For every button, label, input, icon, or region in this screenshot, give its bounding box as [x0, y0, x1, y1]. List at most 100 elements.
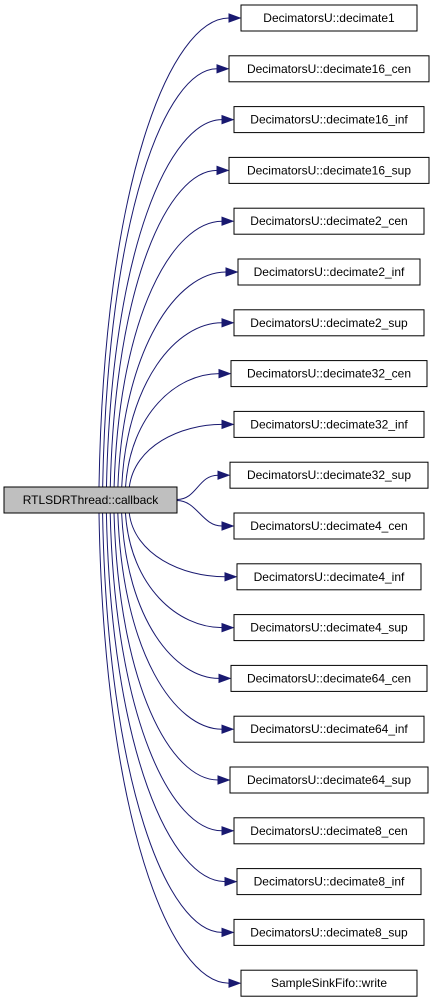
target-node-decimate32-sup[interactable]: DecimatorsU::decimate32_sup [229, 461, 429, 489]
target-node-decimate32-cen-box [230, 360, 428, 388]
target-node-decimate2-cen-box [233, 207, 425, 235]
arrow-head-decimate32-inf [221, 419, 235, 430]
target-node-decimate64-sup-label: DecimatorsU::decimate64_sup [247, 773, 411, 787]
edge-to-decimate16-sup [109, 169, 218, 488]
target-node-decimate16-inf-label: DecimatorsU::decimate16_inf [250, 113, 408, 127]
source-node-rtlsdrthread-callback-label: RTLSDRThread::callback [23, 493, 160, 507]
arrow-head-decimate32-cen [218, 368, 232, 379]
target-node-decimate2-sup[interactable]: DecimatorsU::decimate2_sup [233, 309, 425, 337]
target-node-samplesinkfifo-write-label: SampleSinkFifo::write [271, 976, 387, 990]
target-node-decimate64-cen-label: DecimatorsU::decimate64_cen [247, 671, 411, 685]
arrow-head-decimate2-sup [221, 318, 235, 328]
edge-to-decimate32-inf [128, 423, 223, 488]
target-node-decimate16-sup-box [228, 156, 430, 184]
source-node-rtlsdrthread-callback[interactable]: RTLSDRThread::callback [3, 486, 178, 514]
target-node-decimate16-cen-box [228, 55, 430, 83]
target-node-decimate16-sup-label: DecimatorsU::decimate16_sup [247, 163, 411, 177]
edge-to-decimate2-inf [117, 271, 227, 488]
target-node-samplesinkfifo-write-box [240, 969, 418, 997]
target-node-decimate4-inf[interactable]: DecimatorsU::decimate4_inf [236, 563, 422, 591]
target-node-decimate8-cen-box [233, 817, 425, 845]
arrow-head-decimate4-cen [221, 521, 235, 531]
target-node-decimate8-sup-label: DecimatorsU::decimate8_sup [250, 925, 408, 939]
target-node-decimate64-inf[interactable]: DecimatorsU::decimate64_inf [233, 715, 425, 743]
target-node-decimate64-sup[interactable]: DecimatorsU::decimate64_sup [229, 766, 429, 794]
target-node-decimate8-inf[interactable]: DecimatorsU::decimate8_inf [236, 868, 422, 896]
arrow-head-samplesinkfifo-write [228, 978, 242, 988]
edge-to-decimate32-cen [125, 373, 220, 488]
target-node-decimate1-label: DecimatorsU::decimate1 [263, 11, 395, 25]
arrow-head-decimate4-inf [224, 572, 238, 582]
arrow-head-decimate4-sup [221, 622, 235, 633]
target-node-decimate16-sup[interactable]: DecimatorsU::decimate16_sup [228, 156, 430, 184]
target-node-decimate64-sup-box [229, 766, 429, 794]
target-node-decimate4-cen-label: DecimatorsU::decimate4_cen [250, 519, 407, 533]
target-node-decimate1-box [240, 4, 418, 32]
target-node-decimate16-cen[interactable]: DecimatorsU::decimate16_cen [228, 55, 430, 83]
target-node-decimate32-inf-label: DecimatorsU::decimate32_inf [250, 417, 408, 431]
target-node-decimate16-cen-label: DecimatorsU::decimate16_cen [247, 62, 411, 76]
target-node-decimate2-inf-label: DecimatorsU::decimate2_inf [254, 265, 405, 279]
arrow-head-decimate64-inf [221, 724, 235, 734]
edge-to-decimate1 [98, 17, 230, 488]
target-node-decimate32-sup-label: DecimatorsU::decimate32_sup [247, 468, 411, 482]
arrow-head-decimate8-inf [224, 876, 238, 887]
arrow-head-decimate16-sup [216, 165, 230, 176]
target-node-decimate64-inf-box [233, 715, 425, 743]
edge-to-decimate64-sup [113, 512, 219, 781]
edge-to-decimate8-sup [102, 512, 223, 933]
target-node-decimate8-cen-label: DecimatorsU::decimate8_cen [250, 824, 407, 838]
nodes: RTLSDRThread::callbackDecimatorsU::decim… [3, 4, 430, 997]
edge-to-decimate32-sup [176, 474, 219, 500]
target-node-decimate64-cen[interactable]: DecimatorsU::decimate64_cen [230, 664, 428, 692]
edge-to-samplesinkfifo-write [98, 512, 230, 984]
edge-to-decimate4-sup [124, 512, 223, 629]
edge-to-decimate16-inf [105, 119, 223, 488]
target-node-decimate8-inf-label: DecimatorsU::decimate8_inf [254, 875, 405, 889]
arrow-head-decimate16-cen [216, 64, 230, 74]
target-node-decimate4-inf-label: DecimatorsU::decimate4_inf [254, 570, 405, 584]
target-node-decimate16-inf[interactable]: DecimatorsU::decimate16_inf [233, 106, 425, 134]
target-node-decimate16-inf-box [233, 106, 425, 134]
target-node-decimate4-sup-box [233, 614, 425, 642]
target-node-decimate2-cen-label: DecimatorsU::decimate2_cen [250, 214, 407, 228]
edge-to-decimate8-inf [105, 512, 226, 883]
target-node-decimate2-inf[interactable]: DecimatorsU::decimate2_inf [237, 258, 421, 286]
arrow-head-decimate1 [228, 13, 242, 23]
target-node-decimate8-inf-box [236, 868, 422, 896]
edge-to-decimate2-sup [121, 322, 223, 488]
edge-to-decimate4-cen [176, 500, 223, 527]
target-node-decimate32-cen[interactable]: DecimatorsU::decimate32_cen [230, 360, 428, 388]
target-node-decimate4-cen-box [233, 512, 425, 540]
edge-to-decimate4-inf [128, 512, 226, 578]
edge-to-decimate64-inf [117, 512, 223, 730]
source-node-rtlsdrthread-callback-box [3, 486, 178, 514]
target-node-decimate32-inf-box [233, 410, 425, 438]
target-node-decimate64-inf-label: DecimatorsU::decimate64_inf [250, 722, 408, 736]
target-node-decimate8-cen[interactable]: DecimatorsU::decimate8_cen [233, 817, 425, 845]
target-node-decimate4-cen[interactable]: DecimatorsU::decimate4_cen [233, 512, 425, 540]
arrow-head-decimate64-sup [217, 775, 231, 785]
edge-to-decimate16-cen [102, 68, 218, 488]
edge-to-decimate64-cen [121, 512, 220, 679]
target-node-decimate8-sup-box [233, 918, 425, 946]
target-node-decimate2-cen[interactable]: DecimatorsU::decimate2_cen [233, 207, 425, 235]
target-node-decimate32-sup-box [229, 461, 429, 489]
target-node-decimate2-inf-box [237, 258, 421, 286]
arrow-head-decimate8-cen [221, 826, 235, 836]
arrow-head-decimate16-inf [221, 114, 235, 125]
target-node-samplesinkfifo-write[interactable]: SampleSinkFifo::write [240, 969, 418, 997]
edges [98, 13, 242, 988]
arrow-head-decimate64-cen [218, 673, 232, 684]
arrow-head-decimate2-inf [225, 267, 239, 277]
target-node-decimate4-inf-box [236, 563, 422, 591]
target-node-decimate8-sup[interactable]: DecimatorsU::decimate8_sup [233, 918, 425, 946]
target-node-decimate2-sup-box [233, 309, 425, 337]
target-node-decimate32-inf[interactable]: DecimatorsU::decimate32_inf [233, 410, 425, 438]
target-node-decimate1[interactable]: DecimatorsU::decimate1 [240, 4, 418, 32]
arrow-head-decimate2-cen [221, 216, 235, 226]
target-node-decimate4-sup[interactable]: DecimatorsU::decimate4_sup [233, 614, 425, 642]
target-node-decimate64-cen-box [230, 664, 428, 692]
target-node-decimate32-cen-label: DecimatorsU::decimate32_cen [247, 367, 411, 381]
